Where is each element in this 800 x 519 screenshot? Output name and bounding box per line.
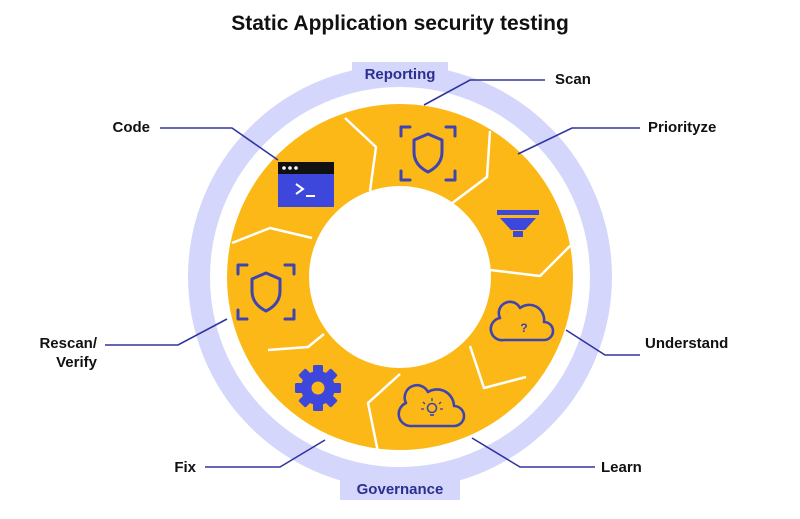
terminal-window-icon [278,162,334,207]
divider-understand-learn [468,345,527,390]
shield-scan-icon [399,125,457,182]
gear-hole [311,381,325,395]
scan-corners [236,263,296,321]
funnel-body [500,218,536,230]
stage-label-understand: Understand [645,335,728,352]
shield-outline [412,132,444,174]
connector-lines [105,79,640,468]
gear-icon [295,365,341,411]
scan-corners [399,125,457,182]
stage-label-verify: Verify [56,354,98,371]
terminal-dot [282,166,286,170]
ring-label-bg-bottom [340,478,460,500]
funnel-top-band [497,210,539,215]
connector-fix [205,439,326,468]
terminal-dot [294,166,298,170]
funnel-icon [497,210,539,237]
divider-rescan-code [231,226,313,245]
segment-dividers [231,117,573,453]
cloud-outline [397,383,466,428]
cloud-outline [489,300,555,342]
connector-understand [565,329,640,356]
terminal-dot [288,166,292,170]
lightbulb-glass [426,402,438,414]
divider-scan-prioritize [446,130,492,208]
shield-outline [250,271,282,313]
ring-label-reporting: Reporting [365,66,436,83]
diagram-title: Static Application security testing [231,12,569,35]
question-mark-glyph: ? [520,321,527,335]
ring-label-governance: Governance [357,481,444,498]
terminal-prompt-chevron [295,183,305,195]
connector-code [160,127,279,161]
stage-label-prioritize: Priorityze [648,119,716,136]
divider-code-scan [344,117,378,192]
terminal-titlebar [278,162,334,174]
stage-label-code: Code [113,119,151,136]
lightbulb-rays [421,398,443,410]
divider-learn-fix [366,373,401,453]
ring-label-bg-top [352,62,448,86]
funnel-stem [513,231,523,237]
stage-label-rescan: Rescan/ [39,335,97,352]
shield-scan-icon [236,263,296,321]
stage-label-learn: Learn [601,459,642,476]
cloud-question-icon: ? [489,300,555,342]
divider-prioritize-understand [489,243,573,278]
stage-label-fix: Fix [174,459,196,476]
divider-fix-rescan [267,333,325,352]
connector-scan [423,79,545,106]
stage-label-scan: Scan [555,71,591,88]
connector-prioritize [517,127,640,155]
connector-learn [471,437,595,468]
cloud-lightbulb-icon [397,383,466,428]
connector-rescan [105,318,228,346]
